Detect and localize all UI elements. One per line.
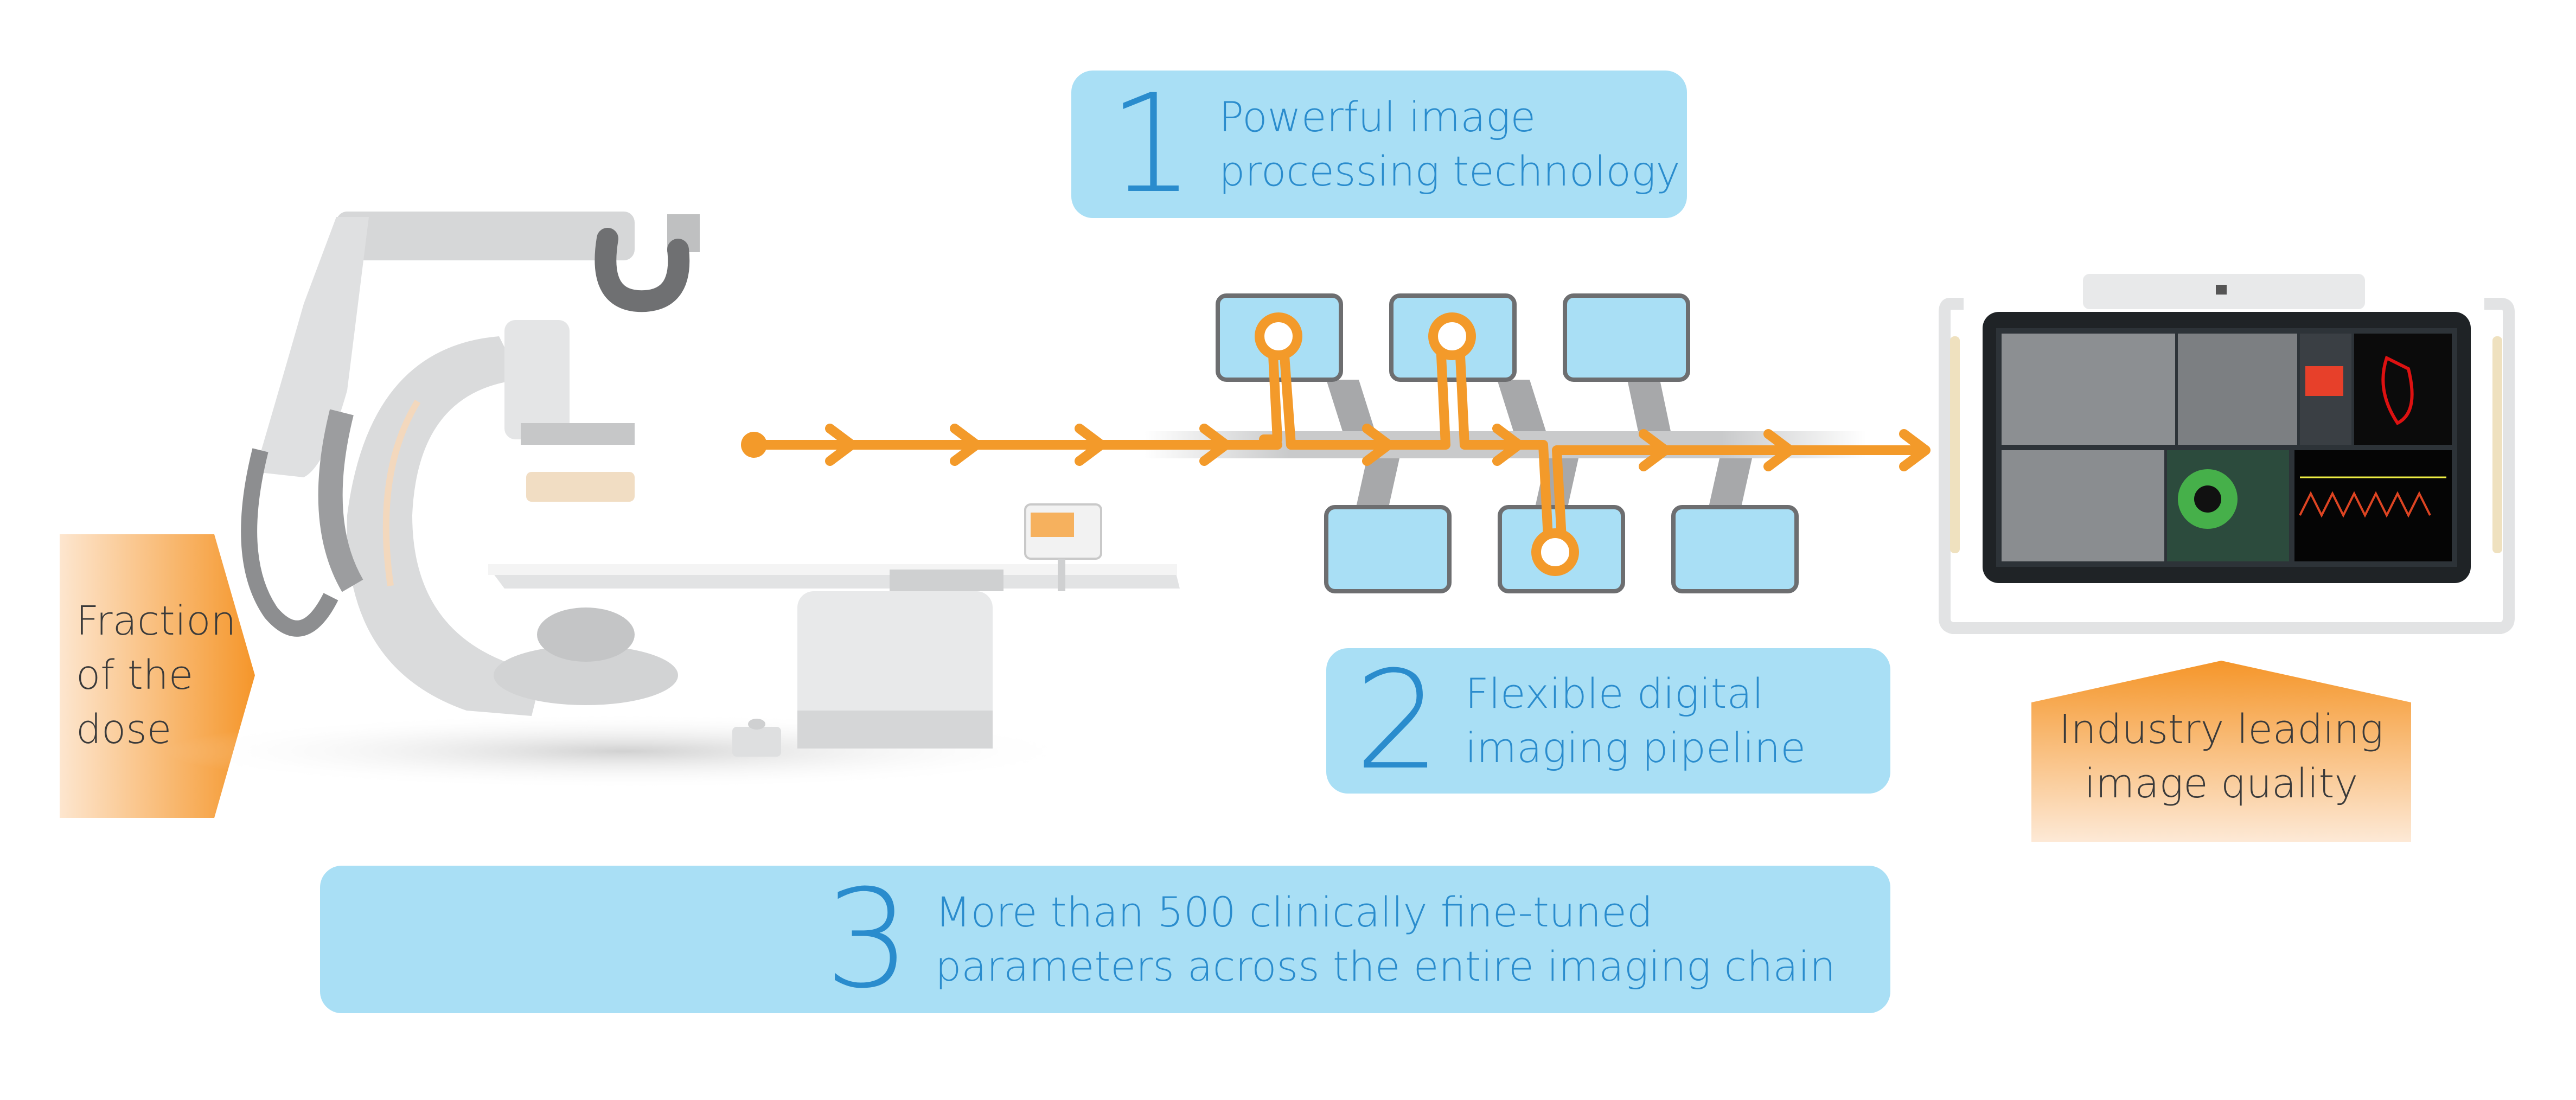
callout-2-text: Flexible digital imaging pipeline <box>1465 669 1806 772</box>
pipeline-node-bottom-1 <box>1324 505 1452 593</box>
pipeline-node-bottom-3 <box>1671 505 1799 593</box>
callout-1-text: Powerful image processing technology <box>1219 93 1680 195</box>
callout-1-number: 1 <box>1108 65 1195 223</box>
quality-arrow-shape <box>2031 661 2411 842</box>
monitor-illustration <box>1939 274 2515 634</box>
pipeline-node-top-3 <box>1563 293 1690 382</box>
callout-2-number: 2 <box>1354 642 1441 800</box>
callout-3-text: More than 500 clinically fine-tuned para… <box>935 888 1836 990</box>
quality-label: Industry leading image quality <box>2059 706 2384 807</box>
callout-2: 2 Flexible digital imaging pipeline <box>1326 648 1890 794</box>
pipeline-arrowheads <box>825 424 1931 471</box>
callout-3: 3 More than 500 clinically fine-tuned pa… <box>320 866 1890 1013</box>
callout-3-number: 3 <box>824 860 911 1018</box>
callout-1: 1 Powerful image processing technology <box>1071 71 1687 218</box>
pipeline-start-dot <box>741 432 767 458</box>
dose-label: Fraction of the dose <box>76 598 236 753</box>
pipeline-orange-path <box>749 312 1920 576</box>
c-arm-system-illustration <box>163 212 1180 789</box>
